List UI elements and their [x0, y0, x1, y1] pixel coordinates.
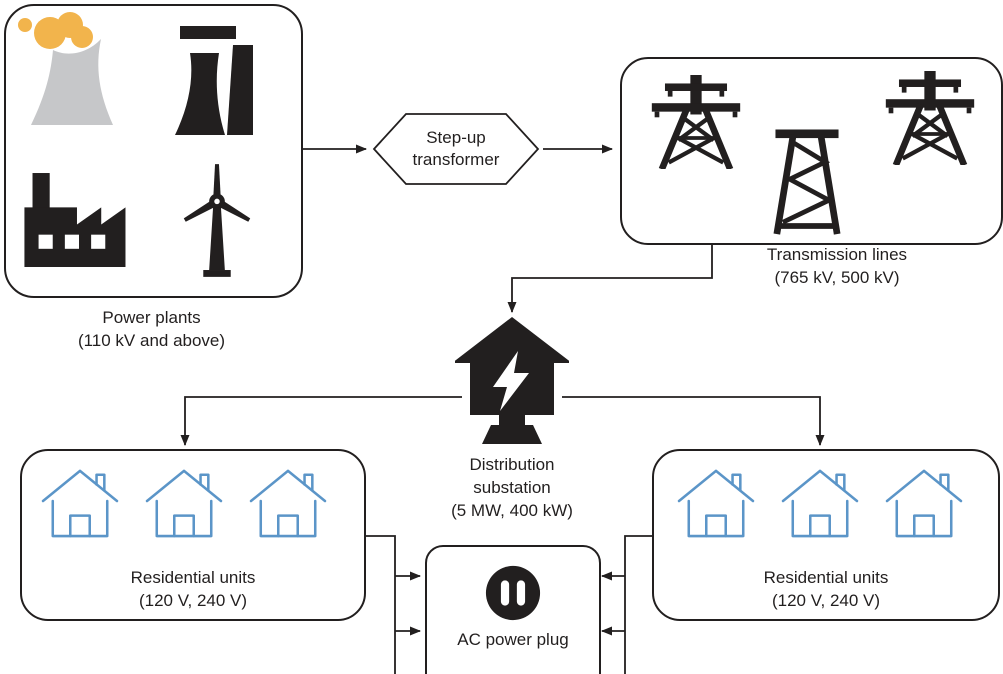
- power-plants-label-line1: Power plants: [102, 308, 201, 327]
- transmission-lines-label-line2: (765 kV, 500 kV): [774, 268, 900, 287]
- residential-right-label-line2: (120 V, 240 V): [771, 591, 881, 610]
- house-icon: [781, 469, 859, 538]
- hexagon-shape: [372, 113, 540, 185]
- house-icon: [41, 469, 119, 538]
- substation-house-bolt-icon: [455, 317, 569, 444]
- cooling-tower-icon: [18, 12, 113, 125]
- ac-power-plug-label: AC power plug: [427, 628, 599, 651]
- residential-right-label: Residential units (120 V, 240 V): [654, 566, 998, 612]
- line-left-residential-down: [362, 535, 396, 674]
- power-plants-label: Power plants (110 kV and above): [4, 306, 299, 352]
- power-plants-box: [4, 4, 303, 298]
- distribution-substation-label-line3: (5 MW, 400 kW): [451, 501, 573, 520]
- arrow-transmission-to-substation: [507, 241, 713, 313]
- distribution-substation-label: Distribution substation (5 MW, 400 kW): [412, 453, 612, 522]
- power-station-icon: [175, 26, 253, 135]
- distribution-substation-label-line1: Distribution: [469, 455, 555, 474]
- step-up-transformer-label: Step-up transformer: [413, 127, 500, 171]
- arrow-substation-to-left-residential: [180, 396, 462, 446]
- residential-left-label-line2: (120 V, 240 V): [138, 591, 248, 610]
- step-up-transformer-node: Step-up transformer: [372, 112, 540, 186]
- ac-power-plug-label-text: AC power plug: [457, 630, 569, 649]
- line-right-residential-down: [624, 535, 652, 674]
- transmission-lines-label: Transmission lines (765 kV, 500 kV): [670, 243, 1003, 289]
- house-icon: [677, 469, 755, 538]
- step-up-transformer-label-line1: Step-up: [426, 128, 486, 147]
- arrow-substation-to-right-residential: [562, 396, 825, 446]
- house-icon: [249, 469, 327, 538]
- residential-left-box: Residential units (120 V, 240 V): [20, 449, 366, 621]
- transmission-tower-icon: [885, 71, 975, 165]
- residential-left-label-line1: Residential units: [130, 568, 256, 587]
- wind-turbine-icon: [183, 164, 251, 277]
- house-icon: [885, 469, 963, 538]
- ac-power-plug-box: AC power plug: [425, 545, 601, 674]
- factory-icon: [24, 173, 126, 267]
- residential-left-label: Residential units (120 V, 240 V): [22, 566, 364, 612]
- ac-outlet-icon: [485, 565, 541, 621]
- residential-right-label-line1: Residential units: [763, 568, 889, 587]
- distribution-substation-label-line2: substation: [473, 478, 551, 497]
- transmission-lines-box: [620, 57, 1003, 245]
- power-plants-label-line2: (110 kV and above): [77, 331, 226, 350]
- step-up-transformer-label-line2: transformer: [412, 150, 500, 169]
- residential-right-box: Residential units (120 V, 240 V): [652, 449, 1000, 621]
- transmission-tower-angled-icon: [773, 129, 841, 235]
- transmission-tower-icon: [651, 75, 741, 169]
- house-icon: [145, 469, 223, 538]
- transmission-lines-label-line1: Transmission lines: [766, 245, 908, 264]
